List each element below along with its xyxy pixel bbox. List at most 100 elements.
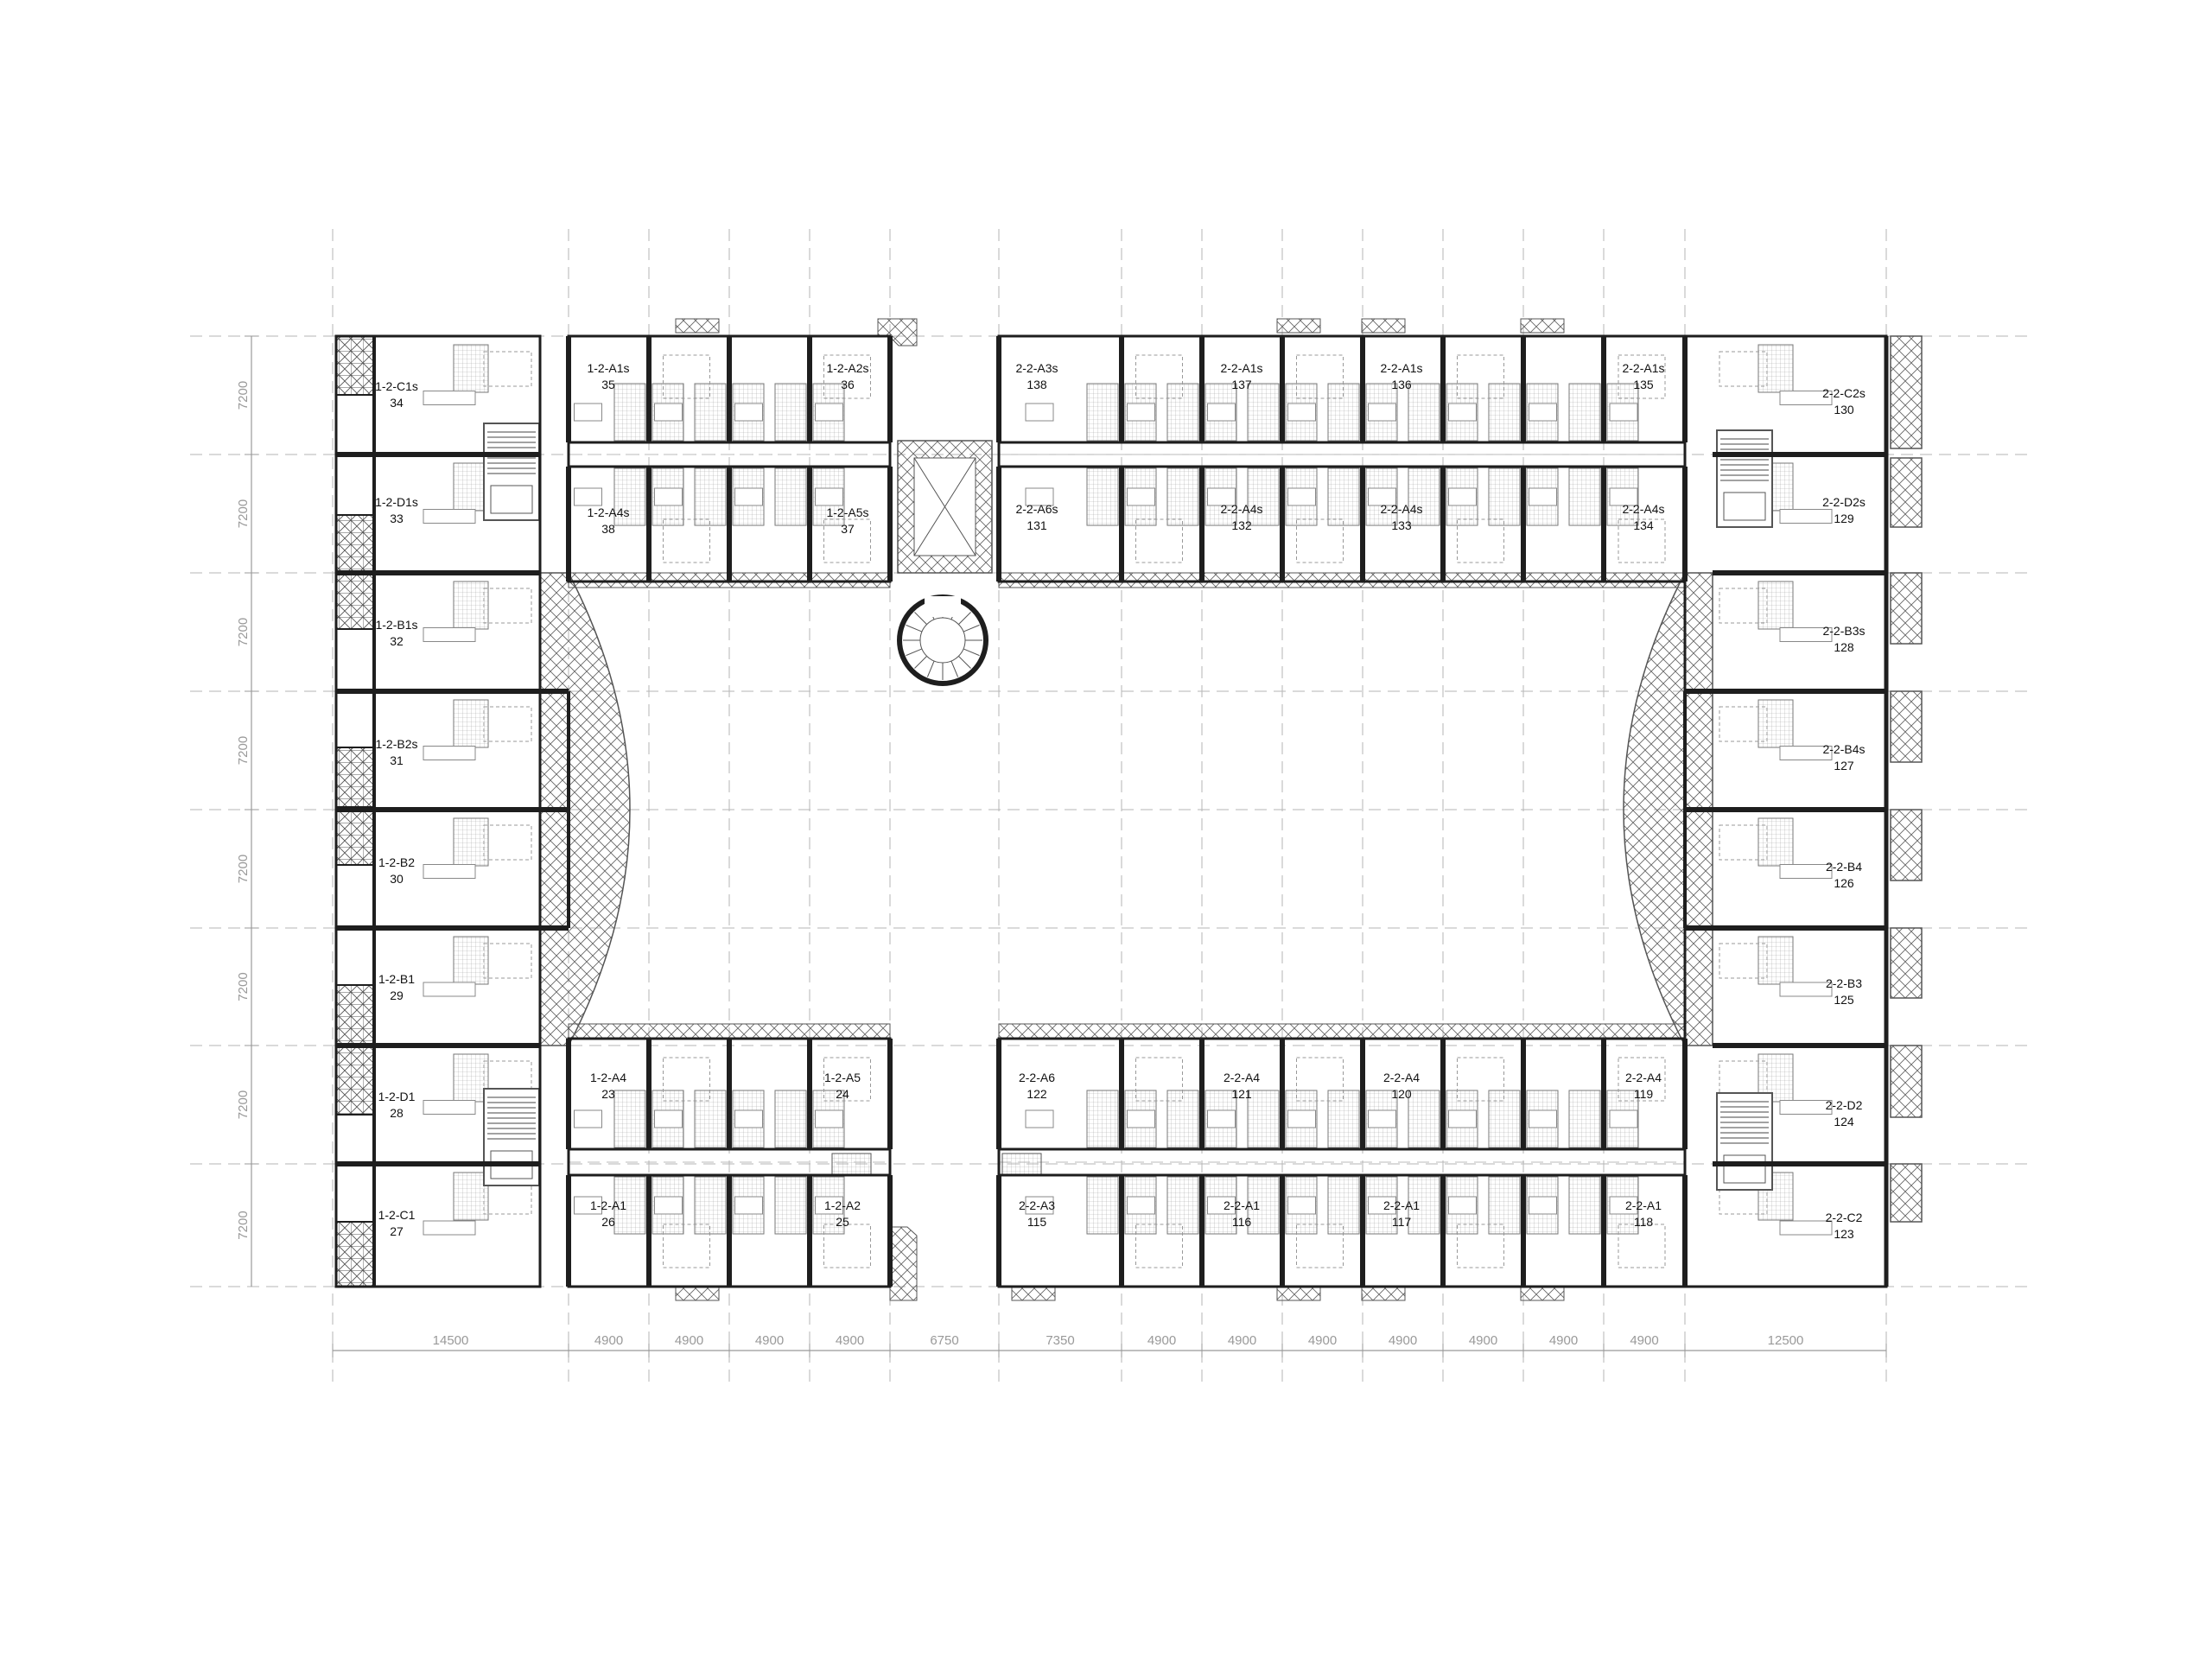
kitchen-counter <box>815 487 843 506</box>
bed-outline <box>1135 354 1183 399</box>
kitchen-counter <box>1368 403 1396 422</box>
bathroom-tiles <box>1166 1176 1199 1235</box>
unit-number-label: 34 <box>390 396 404 410</box>
kitchen-counter <box>1779 864 1833 879</box>
balcony <box>335 514 375 574</box>
bed-outline <box>483 706 532 742</box>
bed-outline <box>1296 354 1344 399</box>
unit-code-label: 2-2-A4 <box>1625 1071 1662 1084</box>
balcony <box>1890 457 1923 528</box>
bed-outline <box>663 518 710 563</box>
dimension-label: 4900 <box>1389 1333 1417 1348</box>
unit-number-label: 130 <box>1834 403 1854 416</box>
kitchen-counter <box>1609 403 1638 422</box>
bathroom-tiles <box>613 1090 646 1148</box>
unit-number-label: 127 <box>1834 759 1854 772</box>
kitchen-counter <box>574 1109 602 1128</box>
bed-outline <box>1618 1224 1666 1268</box>
bed-outline <box>663 354 710 399</box>
balcony <box>1276 318 1321 334</box>
unit-number-label: 131 <box>1027 518 1047 532</box>
elevator <box>490 485 533 514</box>
kitchen-counter <box>1287 487 1316 506</box>
kitchen-counter <box>1448 1109 1477 1128</box>
unit-code-label: 1-2-B1s <box>375 618 417 632</box>
kitchen-counter <box>1448 1196 1477 1215</box>
spiral-stair-tread <box>914 656 927 669</box>
dimension-label: 7350 <box>1046 1333 1074 1348</box>
bed-outline <box>483 824 532 861</box>
unit-code-label: 1-2-C1s <box>375 379 418 393</box>
bathroom-tiles <box>1086 1176 1119 1235</box>
corner-balcony <box>877 318 918 346</box>
unit-code-label: 2-2-D2s <box>1822 495 1866 509</box>
unit-code-label: 2-2-A1s <box>1380 361 1422 375</box>
corridor-stair <box>1001 1153 1042 1176</box>
unit-code-label: 2-2-A1 <box>1224 1198 1260 1212</box>
bathroom-tiles <box>1488 1090 1521 1148</box>
balcony <box>1361 1286 1406 1301</box>
bathroom-tiles <box>1568 383 1601 442</box>
balcony <box>335 1045 375 1116</box>
spiral-stair-opening <box>925 596 961 617</box>
unit-code-label: 2-2-C2 <box>1826 1211 1863 1224</box>
bathroom-tiles <box>453 462 489 512</box>
balcony <box>675 318 720 334</box>
balcony <box>1890 1045 1923 1118</box>
bathroom-tiles <box>1247 1176 1280 1235</box>
bathroom-tiles <box>453 344 489 393</box>
unit-number-label: 26 <box>601 1215 615 1229</box>
dimension-label: 4900 <box>675 1333 703 1348</box>
balcony <box>1011 1286 1056 1301</box>
bathroom-tiles <box>1408 1176 1440 1235</box>
kitchen-counter <box>654 487 683 506</box>
bathroom-tiles <box>1758 817 1794 867</box>
balcony <box>335 1221 375 1287</box>
corridor-stair <box>831 1153 872 1176</box>
unit-number-label: 35 <box>601 378 615 391</box>
bathroom-tiles <box>1247 1090 1280 1148</box>
bed-outline <box>483 351 532 387</box>
dimension-label: 4900 <box>1549 1333 1578 1348</box>
kitchen-counter <box>1207 403 1236 422</box>
unit-number-label: 33 <box>390 512 404 525</box>
spiral-stair-tread <box>906 648 923 657</box>
bed-outline <box>1719 943 1768 979</box>
bathroom-tiles <box>613 467 646 526</box>
bathroom-tiles <box>1758 344 1794 393</box>
unit-number-label: 116 <box>1232 1215 1252 1229</box>
kitchen-counter <box>423 391 476 405</box>
kitchen-counter <box>423 509 476 524</box>
bathroom-tiles <box>1327 467 1360 526</box>
bed-outline <box>823 518 871 563</box>
unit-labels: 1-2-C1s341-2-D1s331-2-B1s321-2-B2s311-2-… <box>375 361 1866 1241</box>
bed-outline <box>663 1057 710 1102</box>
unit-number-label: 137 <box>1231 378 1252 391</box>
kitchen-counter <box>1779 1100 1833 1115</box>
balcony <box>335 984 375 1045</box>
kitchen-counter <box>1127 1196 1155 1215</box>
unit-number-label: 124 <box>1834 1115 1854 1128</box>
unit-number-label: 123 <box>1834 1227 1854 1241</box>
bathroom-tiles <box>774 1090 807 1148</box>
dimension-label: 4900 <box>1308 1333 1337 1348</box>
unit-code-label: 2-2-A1 <box>1625 1198 1662 1212</box>
kitchen-counter <box>734 403 763 422</box>
kitchen-counter <box>1779 509 1833 524</box>
bathroom-tiles <box>1086 383 1119 442</box>
balcony <box>675 1286 720 1301</box>
kitchen-counter <box>1127 403 1155 422</box>
bathroom-tiles <box>1758 936 1794 985</box>
balcony <box>1890 809 1923 881</box>
stair-core <box>1716 1092 1773 1191</box>
unit-code-label: 2-2-A1s <box>1622 361 1664 375</box>
kitchen-counter <box>1025 487 1054 506</box>
bathroom-tiles <box>694 383 727 442</box>
balcony <box>335 809 375 866</box>
balcony <box>1890 1163 1923 1223</box>
bed-outline <box>483 1179 532 1215</box>
gallery-strip <box>998 1023 1686 1039</box>
bed-outline <box>1457 1224 1504 1268</box>
kitchen-counter <box>1779 1220 1833 1236</box>
kitchen-counter <box>654 403 683 422</box>
